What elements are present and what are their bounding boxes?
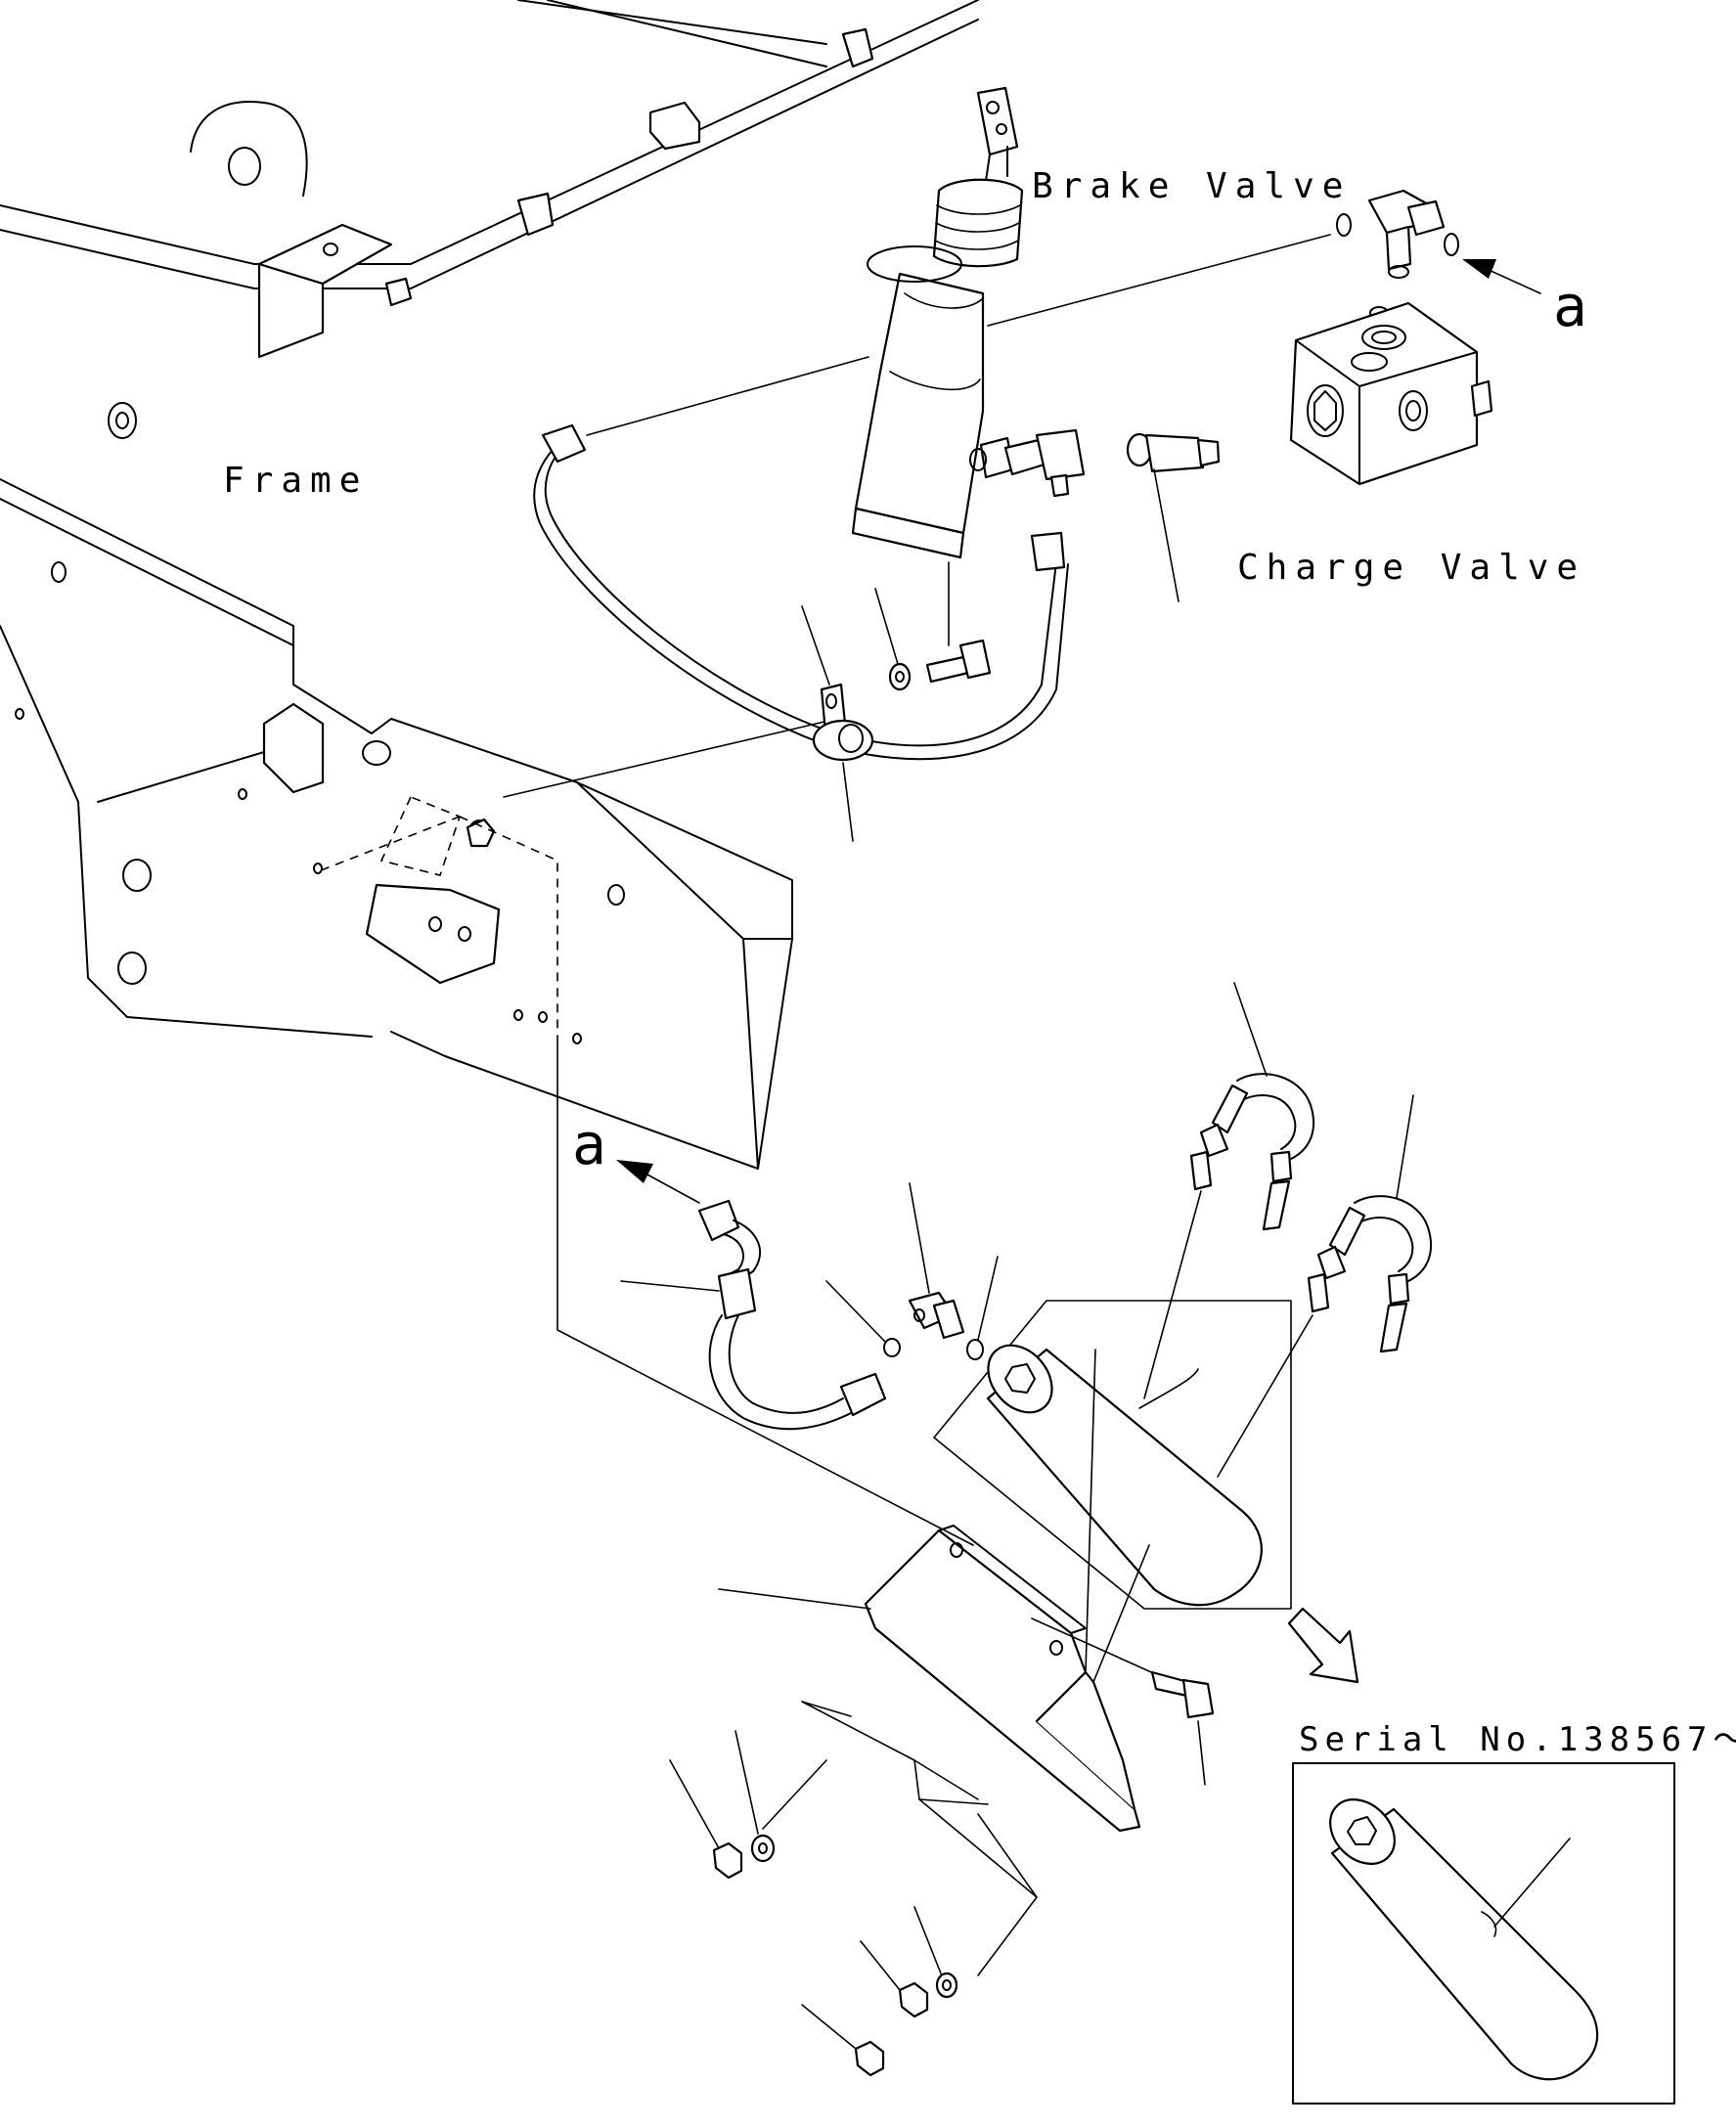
brake-hose: [533, 356, 1069, 761]
accumulator: [933, 1300, 1292, 1610]
brake-valve: [851, 86, 1331, 559]
mounting-bracket: [718, 1349, 1170, 1976]
ref-arrow-top: [1462, 259, 1541, 294]
serial-detail: [1287, 1607, 1675, 2105]
machine-frame: [0, 0, 979, 1546]
nut-washer-bottom: [801, 1906, 958, 2077]
label-brake-valve: Brake Valve: [1032, 166, 1351, 206]
washer-top: [874, 588, 912, 691]
o-rings-lower: [825, 1256, 999, 1360]
bolt-top: [925, 561, 992, 684]
u-fitting-2: [1307, 1094, 1433, 1353]
guide-line-1: [1143, 1190, 1202, 1399]
label-ref-a-top: a: [1553, 273, 1587, 339]
charge-valve-block: [1289, 301, 1493, 486]
bolt-lower: [1150, 1670, 1215, 1786]
label-serial-number: Serial No.138567～: [1299, 1720, 1736, 1759]
label-ref-a-bottom: a: [572, 1111, 606, 1177]
hose-assembly: [620, 1199, 887, 1431]
serial-arrow-icon: [1287, 1607, 1359, 1684]
elbow-fitting-lower: [908, 1182, 965, 1340]
elbow-fitting: [969, 428, 1086, 498]
label-frame: Frame: [223, 461, 368, 501]
hose-clamp: [503, 605, 874, 842]
charge-valve-switch: [1126, 432, 1221, 602]
nut-washer-left: [669, 1730, 776, 1880]
label-charge-valve: Charge Valve: [1237, 548, 1585, 588]
guide-line-2: [1217, 1314, 1313, 1478]
ref-arrow-bottom: [616, 1160, 700, 1204]
u-fitting-1: [1189, 982, 1315, 1231]
